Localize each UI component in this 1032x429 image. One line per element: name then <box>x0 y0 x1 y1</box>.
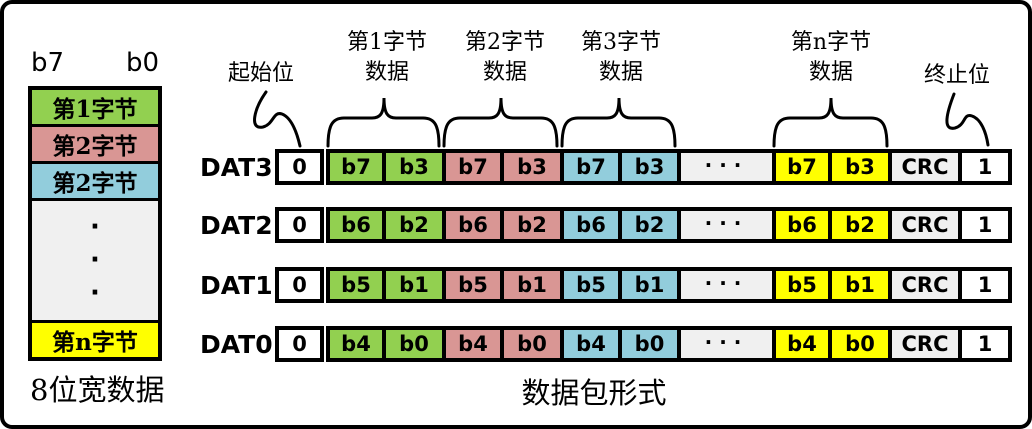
byte-stack-row-3: 第2字节 <box>32 164 158 201</box>
dat1-row: DAT1 0 b5 b1 b5 b1 b5 b1 ··· b5 b1 CRC 1 <box>4 267 1028 303</box>
dat0-stop-bit: 1 <box>958 326 1012 362</box>
brace-byten <box>772 97 889 148</box>
dat1-byte3-bit-hi: b5 <box>560 267 622 303</box>
dat1-label: DAT1 <box>200 270 273 300</box>
byten-data-label-line2: 数据 <box>808 60 853 85</box>
dat2-byten-bit-hi: b6 <box>772 207 832 243</box>
dat3-byte2-bit-hi: b7 <box>442 149 504 185</box>
dat2-byten-bit-lo: b2 <box>828 207 892 243</box>
dat0-byte1-bit-lo: b0 <box>382 326 446 362</box>
brace-byte2 <box>442 97 559 148</box>
byten-data-label-line1: 第n字节 <box>790 30 872 55</box>
dat2-label: DAT2 <box>200 210 273 240</box>
byte-stack-row-n: 第n字节 <box>32 323 158 357</box>
dat0-start-bit: 0 <box>275 326 324 362</box>
dat1-byte2-bit-hi: b5 <box>442 267 504 303</box>
dat0-label: DAT0 <box>200 329 273 359</box>
dat0-byten-bit-hi: b4 <box>772 326 832 362</box>
dat2-byte1-bit-lo: b2 <box>382 207 446 243</box>
dat1-byte1-bit-lo: b1 <box>382 267 446 303</box>
dat2-stop-bit: 1 <box>958 207 1012 243</box>
stop-bit-label: 终止位 <box>923 63 990 88</box>
start-bit-connector <box>253 90 302 148</box>
byte1-data-label: 第1字节 数据 <box>317 28 457 88</box>
brace-byte3 <box>560 97 677 148</box>
dat0-byte2-bit-lo: b0 <box>500 326 564 362</box>
dat1-byte2-bit-lo: b1 <box>500 267 564 303</box>
byte1-data-label-line1: 第1字节 <box>347 30 427 55</box>
dat3-byte3-bit-lo: b3 <box>618 149 681 185</box>
byte-stack-row-2: 第2字节 <box>32 127 158 164</box>
byte-stack: 第1字节 第2字节 第2字节 · · · 第n字节 <box>28 86 162 361</box>
dat1-byte3-bit-lo: b1 <box>618 267 681 303</box>
stop-bit-connector <box>945 92 990 147</box>
brace-byte1 <box>326 97 441 148</box>
dat2-start-bit: 0 <box>275 207 324 243</box>
dat3-byten-bit-hi: b7 <box>772 149 832 185</box>
dat0-ellipsis: ··· <box>677 326 776 362</box>
dat2-byte2-bit-hi: b6 <box>442 207 504 243</box>
dat1-stop-bit: 1 <box>958 267 1012 303</box>
dat2-ellipsis: ··· <box>677 207 776 243</box>
byte3-data-label-line1: 第3字节 <box>581 30 661 55</box>
dat3-crc: CRC <box>888 149 962 185</box>
dat3-byte2-bit-lo: b3 <box>500 149 564 185</box>
bit-low-label: b0 <box>126 48 160 78</box>
dat1-byten-bit-hi: b5 <box>772 267 832 303</box>
byte1-data-label-line2: 数据 <box>364 60 409 85</box>
byte2-data-label-line1: 第2字节 <box>465 30 545 55</box>
left-panel-caption: 8位宽数据 <box>30 373 165 407</box>
byte2-data-label: 第2字节 数据 <box>435 28 575 88</box>
dat3-stop-bit: 1 <box>958 149 1012 185</box>
dat0-crc: CRC <box>888 326 962 362</box>
dat2-row: DAT2 0 b6 b2 b6 b2 b6 b2 ··· b6 b2 CRC 1 <box>4 207 1028 243</box>
dat3-row: DAT3 0 b7 b3 b7 b3 b7 b3 ··· b7 b3 CRC 1 <box>4 149 1028 185</box>
dat3-byte3-bit-hi: b7 <box>560 149 622 185</box>
dat2-byte3-bit-lo: b2 <box>618 207 681 243</box>
dat3-ellipsis: ··· <box>677 149 776 185</box>
dat0-row: DAT0 0 b4 b0 b4 b0 b4 b0 ··· b4 b0 CRC 1 <box>4 326 1028 362</box>
dat0-byte3-bit-hi: b4 <box>560 326 622 362</box>
dat1-crc: CRC <box>888 267 962 303</box>
dat1-byte1-bit-hi: b5 <box>326 267 386 303</box>
dat0-byten-bit-lo: b0 <box>828 326 892 362</box>
dat1-byten-bit-lo: b1 <box>828 267 892 303</box>
packet-caption: 数据包形式 <box>521 376 667 410</box>
byte3-data-label-line2: 数据 <box>598 60 643 85</box>
dat2-byte3-bit-hi: b6 <box>560 207 622 243</box>
dat0-byte3-bit-lo: b0 <box>618 326 681 362</box>
byte2-data-label-line2: 数据 <box>482 60 527 85</box>
bit-high-label: b7 <box>31 48 65 78</box>
dat3-label: DAT3 <box>200 152 273 182</box>
byte3-data-label: 第3字节 数据 <box>551 28 691 88</box>
dat2-crc: CRC <box>888 207 962 243</box>
start-bit-label: 起始位 <box>227 61 294 86</box>
dat3-start-bit: 0 <box>275 149 324 185</box>
byte-stack-row-1: 第1字节 <box>32 90 158 127</box>
dat2-byte2-bit-lo: b2 <box>500 207 564 243</box>
byten-data-label: 第n字节 数据 <box>761 28 901 88</box>
dat1-ellipsis: ··· <box>677 267 776 303</box>
dat3-byte1-bit-hi: b7 <box>326 149 386 185</box>
dat3-byten-bit-lo: b3 <box>828 149 892 185</box>
dat0-byte1-bit-hi: b4 <box>326 326 386 362</box>
dat0-byte2-bit-hi: b4 <box>442 326 504 362</box>
dat1-start-bit: 0 <box>275 267 324 303</box>
dat2-byte1-bit-hi: b6 <box>326 207 386 243</box>
dat3-byte1-bit-lo: b3 <box>382 149 446 185</box>
byte-stack-ellipsis: · · · <box>32 201 158 323</box>
